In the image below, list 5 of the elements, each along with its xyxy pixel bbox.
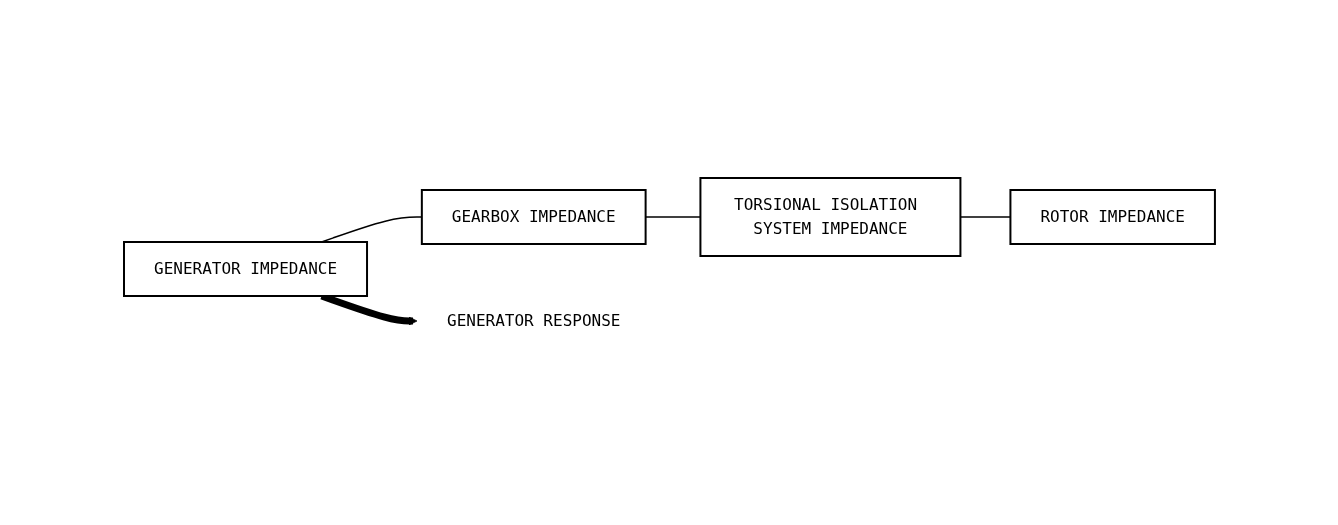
- node-box: TORSIONAL ISOLATION SYSTEM IMPEDANCE: [698, 176, 961, 257]
- node-box: GENERATOR IMPEDANCE: [122, 240, 368, 297]
- node-text: GENERATOR RESPONSE: [446, 310, 620, 330]
- node-box: GEARBOX IMPEDANCE: [420, 188, 647, 245]
- node-box: ROTOR IMPEDANCE: [1008, 188, 1216, 245]
